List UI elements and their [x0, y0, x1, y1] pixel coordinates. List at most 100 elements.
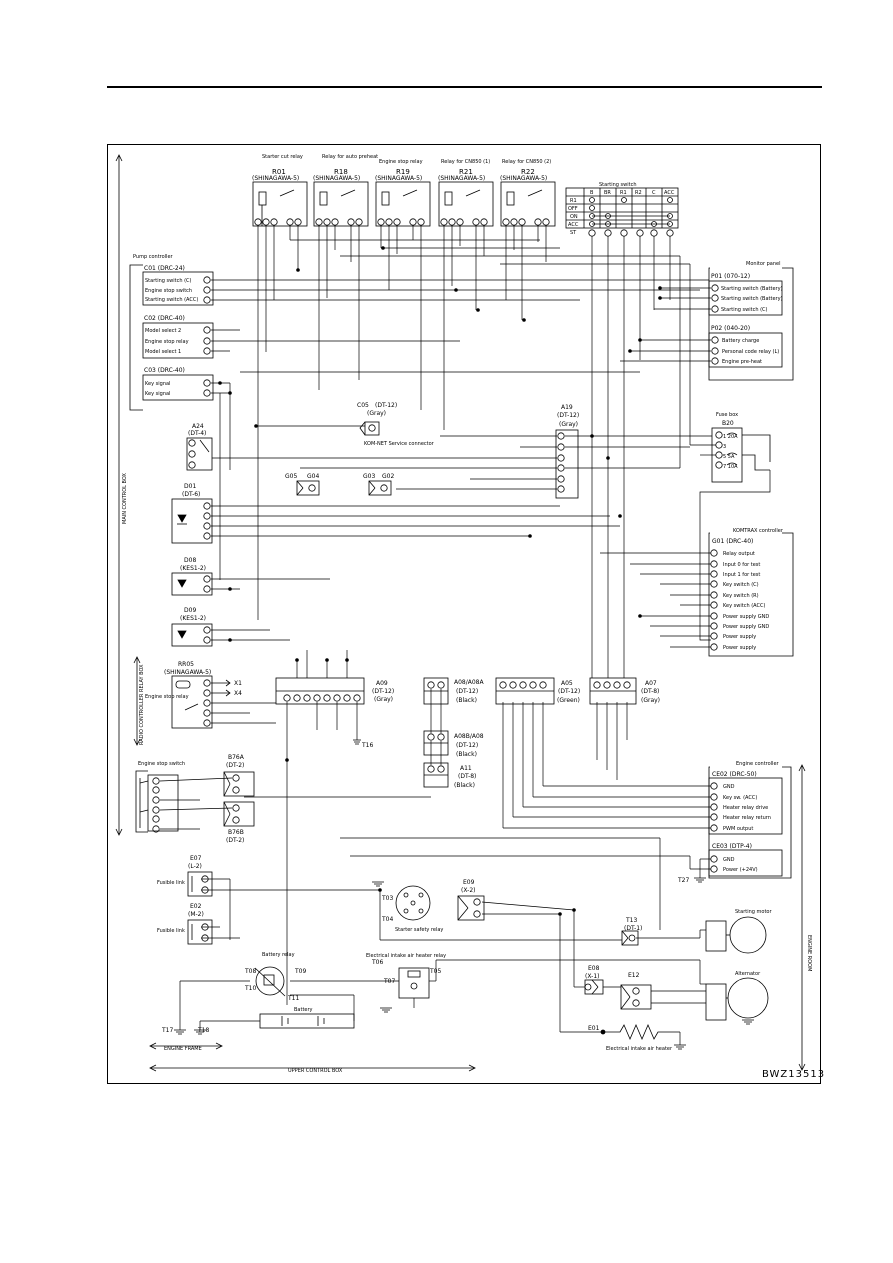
e07-label: Fusible link [157, 880, 185, 886]
b76a-connector [223, 771, 255, 797]
e12-label: E12 [628, 972, 640, 979]
ce02-pin42: PWM output [723, 826, 753, 832]
ce03-pin1: GND [723, 857, 735, 863]
rr05-out-x1: X1 [234, 680, 242, 687]
b76a-id: B76A [228, 754, 245, 761]
relay-r19-type: (SHINAGAWA-5) [375, 175, 422, 182]
t18-label: T18 [197, 1027, 209, 1034]
e07-id: E07 [190, 855, 202, 862]
engine-stop-switch [135, 770, 179, 833]
starting-motor-label: Starting motor [735, 909, 772, 915]
p02-pin11: Battery charge [722, 338, 759, 344]
g04-label: G04 [307, 473, 319, 480]
relay-r01 [252, 181, 308, 227]
g03-g02-connector [368, 480, 392, 496]
komtrax-pin13: Input 0 for test [723, 562, 760, 568]
t06-label: T06 [371, 959, 383, 966]
a05-color: (Green) [557, 697, 580, 704]
a07-color: (Gray) [641, 697, 660, 704]
t03-label: T03 [381, 895, 393, 902]
intake-heater-relay [398, 967, 430, 999]
g02-label: G02 [382, 473, 394, 480]
ground-symbols [174, 739, 754, 1050]
c01-name: C01 (DRC-24) [144, 265, 185, 272]
battery-relay [254, 966, 286, 997]
a07-type: (DT-8) [641, 688, 659, 695]
a08b-id: A08B/A08 [454, 733, 484, 740]
komtrax-pin10: Relay output [723, 551, 755, 557]
a19-connector [555, 429, 579, 499]
c02-pin11: Model select 1 [145, 349, 181, 355]
p02-name: P02 (040-20) [711, 325, 750, 332]
e08-id: E08 [588, 965, 600, 972]
relay-r19-title: Engine stop relay [379, 159, 423, 165]
c05-type: (DT-12) [375, 402, 397, 409]
c05-label: KOM-NET Service connector [364, 441, 435, 447]
rr05-id: RR05 [178, 661, 194, 668]
t16-label: T16 [361, 742, 373, 749]
e08-type: (X-1) [585, 973, 599, 980]
ss-col-acc: ACC [664, 190, 675, 196]
e08-connector [584, 979, 604, 995]
ce02-pin41: Heater relay return [723, 815, 771, 821]
starter-safety-relay-label: Starter safety relay [395, 927, 443, 933]
e02-label: Fusible link [157, 928, 185, 934]
t17-label: T17 [161, 1027, 173, 1034]
zone-radio-relay-box: RADIO CONTROLLER RELAY BOX [139, 664, 145, 745]
a11-id: A11 [460, 765, 472, 772]
t27-label: T27 [677, 877, 689, 884]
t04-label: T04 [381, 916, 393, 923]
t05-label: T05 [429, 968, 441, 975]
t09-label: T09 [294, 968, 306, 975]
komtrax-pin18: Key switch (R) [723, 593, 759, 599]
drawing-code: BWZ13513 [762, 1069, 825, 1080]
e02-id: E02 [190, 903, 202, 910]
komtrax-pin30: Power supply GND [723, 624, 769, 630]
main-control-box-arrow [115, 154, 123, 836]
engine-frame-arrow [149, 1042, 223, 1050]
starting-switch-title: Starting switch [599, 182, 637, 188]
c05-connector [359, 421, 380, 436]
a11-type: (DT-8) [458, 773, 476, 780]
a09-color: (Gray) [374, 696, 393, 703]
ce02-name: CE02 (DRC-50) [712, 771, 757, 778]
a08b-connector [423, 730, 449, 756]
c03-name: C03 (DRC-40) [144, 367, 185, 374]
a08-connector [423, 677, 449, 705]
ss-row-st: ST [570, 230, 577, 236]
ce02-pin39: Key sw. (ACC) [723, 795, 757, 801]
a07-id: A07 [645, 680, 657, 687]
t13-id: T13 [625, 917, 637, 924]
ss-col-c: C [652, 190, 656, 196]
relay-r18-type: (SHINAGAWA-5) [313, 175, 360, 182]
ss-row-r1: R1 [570, 198, 577, 204]
komtrax-name: G01 (DRC-40) [712, 538, 753, 545]
pump-controller-box [129, 264, 214, 411]
junction-dots [218, 246, 662, 916]
e09-connector [457, 895, 485, 921]
e02-type: (M-2) [188, 911, 204, 918]
komtrax-pin21: Power supply GND [723, 614, 769, 620]
c03-pin29: Key signal [145, 391, 170, 397]
d01-diode [171, 498, 213, 544]
fuse-3: 3 [723, 444, 726, 450]
a24-id: A24 [192, 423, 204, 430]
a11-color: (Black) [454, 782, 475, 789]
ce02-pin26: GND [723, 784, 735, 790]
komtrax-pin31: Power supply [723, 634, 756, 640]
relay-r18-id: R18 [334, 168, 348, 176]
alternator [705, 977, 769, 1021]
p01-pin2: Starting switch (Battery) [721, 296, 783, 302]
relay-r01-id: R01 [272, 168, 286, 176]
relay-r19 [375, 181, 431, 227]
c01-pin22: Starting switch (ACC) [145, 297, 198, 303]
rr05-relay [171, 675, 231, 729]
c05-color: (Gray) [367, 410, 386, 417]
a08-color: (Black) [456, 697, 477, 704]
c02-pin7: Model select 2 [145, 328, 181, 334]
g05-g04-connector [296, 480, 320, 496]
a24-type: (DT-4) [188, 430, 206, 437]
e07-type: (L-2) [188, 863, 202, 870]
d01-type: (DT-6) [182, 491, 200, 498]
rr05-label: Engine stop relay [145, 694, 189, 700]
